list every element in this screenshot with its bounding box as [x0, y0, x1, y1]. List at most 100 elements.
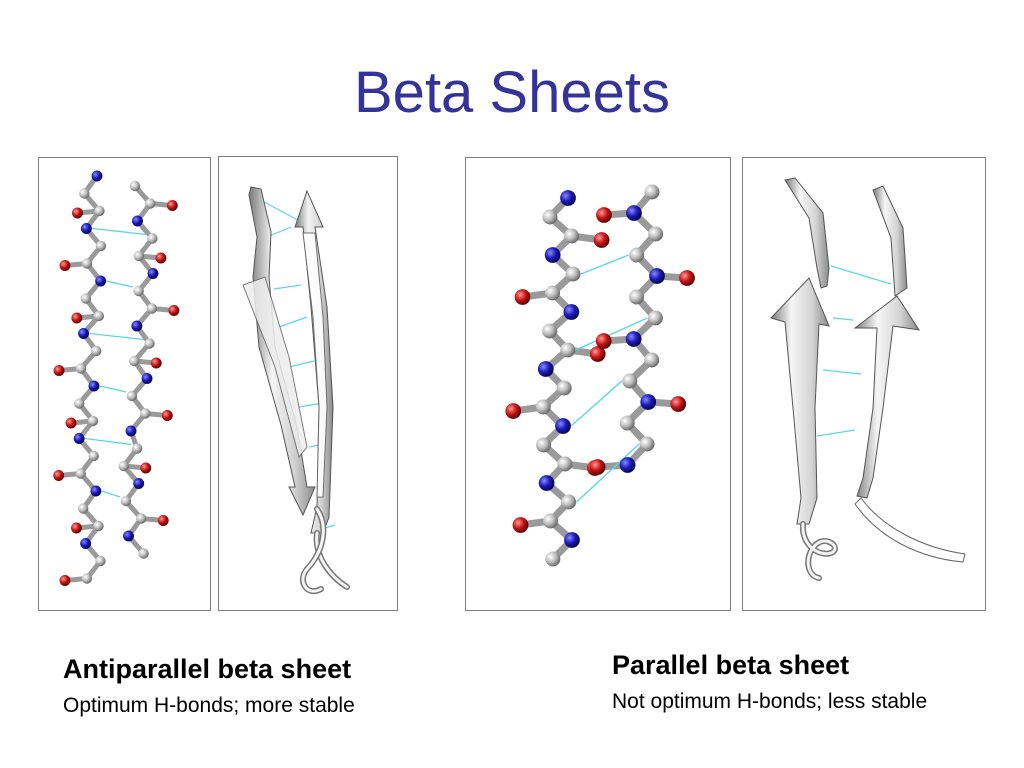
nitrogen-atom — [141, 373, 153, 384]
carbon-atom — [91, 345, 102, 357]
carbon-atom — [542, 323, 558, 339]
nitrogen-atom — [538, 475, 555, 491]
carbon-atom — [644, 352, 660, 368]
nitrogen-atom — [649, 268, 665, 284]
nitrogen-atom — [95, 275, 107, 287]
oxygen-atom — [53, 470, 65, 481]
oxygen-atom — [595, 333, 612, 349]
nitrogen-atom — [564, 532, 580, 548]
parallel-ribbon-panel — [742, 157, 986, 611]
carbon-atom — [145, 198, 156, 209]
nitrogen-atom — [560, 190, 576, 206]
oxygen-atom — [155, 252, 167, 264]
carbon-atom — [556, 380, 572, 396]
carbon-atom — [74, 398, 85, 409]
ribbon-strand-left — [248, 186, 316, 517]
oxygen-atom — [596, 207, 612, 223]
nitrogen-atom — [640, 394, 657, 410]
antiparallel-caption-subtitle: Optimum H-bonds; more stable — [63, 694, 355, 717]
carbon-atom — [95, 555, 106, 567]
carbon-atom — [129, 355, 140, 367]
parallel-ball-and-stick-model — [505, 184, 695, 567]
oxygen-atom — [168, 305, 180, 316]
carbon-atom — [564, 228, 580, 244]
oxygen-atom — [589, 346, 606, 362]
carbon-atom — [622, 373, 638, 389]
oxygen-atom — [514, 289, 531, 305]
nitrogen-atom — [555, 418, 571, 434]
nitrogen-atom — [537, 361, 554, 377]
parallel-ball-and-stick-panel — [465, 157, 731, 611]
carbon-atom — [647, 310, 663, 326]
oxygen-atom — [65, 417, 77, 429]
carbon-atom — [136, 513, 147, 524]
nitrogen-atom — [78, 328, 90, 339]
carbon-atom — [129, 180, 141, 192]
oxygen-atom — [589, 459, 606, 475]
carbon-atom — [561, 494, 577, 510]
oxygen-atom — [166, 200, 178, 211]
slide-title: Beta Sheets — [354, 60, 670, 125]
carbon-atom — [545, 551, 561, 567]
antiparallel-ball-and-stick-model — [53, 170, 180, 586]
nitrogen-atom — [147, 268, 159, 279]
nitrogen-atom — [125, 425, 137, 437]
oxygen-atom — [150, 357, 162, 369]
antiparallel-ribbon-model — [242, 186, 350, 594]
nitrogen-atom — [132, 215, 143, 227]
carbon-atom — [81, 258, 93, 269]
nitrogen-atom — [91, 170, 103, 182]
carbon-atom — [648, 226, 664, 242]
carbon-atom — [146, 303, 158, 314]
oxygen-atom — [53, 365, 65, 376]
nitrogen-atom — [90, 485, 102, 497]
carbon-atom — [639, 436, 655, 452]
carbon-atom — [557, 456, 573, 472]
oxygen-atom — [59, 575, 71, 586]
parallel-ribbon-model — [770, 177, 966, 581]
nitrogen-atom — [625, 331, 642, 347]
parallel-caption-title: Parallel beta sheet — [612, 650, 850, 680]
nitrogen-atom — [626, 205, 642, 221]
carbon-atom — [138, 548, 149, 559]
carbon-atom — [535, 399, 551, 415]
carbon-atom — [78, 503, 89, 514]
oxygen-atom — [72, 207, 83, 219]
oxygen-atom — [161, 410, 173, 421]
parallel-caption-subtitle: Not optimum H-bonds; less stable — [612, 690, 928, 713]
carbon-atom — [93, 310, 105, 322]
carbon-atom — [133, 250, 145, 262]
carbon-atom — [75, 468, 86, 479]
carbon-atom — [629, 289, 645, 305]
ribbon-strand-right — [872, 185, 908, 297]
nitrogen-atom — [80, 223, 92, 234]
oxygen-atom — [593, 232, 610, 248]
carbon-atom — [542, 209, 558, 225]
oxygen-atom — [670, 396, 687, 412]
carbon-atom — [94, 205, 105, 217]
carbon-atom — [545, 285, 561, 301]
oxygen-atom — [157, 515, 169, 526]
carbon-atom — [118, 460, 129, 472]
carbon-atom — [560, 342, 576, 358]
nitrogen-atom — [88, 380, 100, 392]
carbon-atom — [536, 437, 552, 453]
antiparallel-ribbon-panel — [218, 156, 398, 611]
carbon-atom — [131, 443, 143, 454]
oxygen-atom — [59, 260, 71, 271]
carbon-atom — [140, 408, 151, 419]
nitrogen-atom — [133, 478, 145, 489]
oxygen-atom — [71, 312, 83, 324]
carbon-atom — [120, 495, 132, 507]
oxygen-atom — [512, 517, 529, 533]
carbon-atom — [88, 450, 99, 462]
hydrogen-bonds — [816, 265, 892, 437]
nitrogen-atom — [544, 247, 561, 263]
carbon-atom — [542, 513, 558, 529]
carbon-atom — [133, 285, 144, 297]
oxygen-atom — [505, 403, 522, 419]
carbon-atom — [147, 233, 158, 244]
nitrogen-atom — [123, 530, 134, 542]
carbon-atom — [619, 415, 635, 431]
oxygen-atom — [679, 270, 695, 286]
